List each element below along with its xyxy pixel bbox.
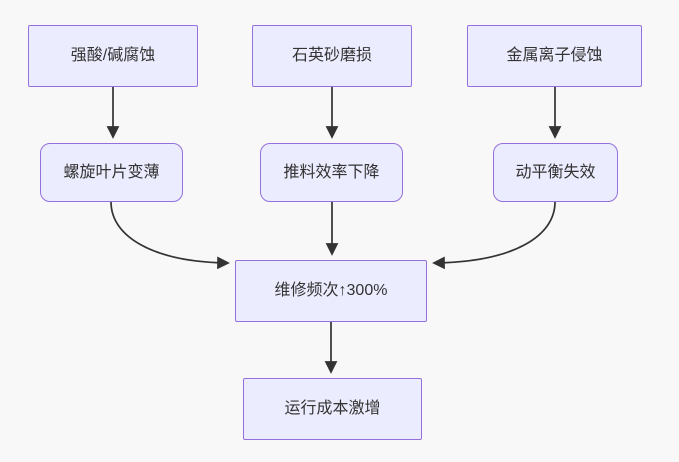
node-metal-ion-erosion: 金属离子侵蚀 xyxy=(467,25,642,87)
node-label: 强酸/碱腐蚀 xyxy=(70,47,156,65)
node-repair-frequency-up: 维修频次↑300% xyxy=(235,260,427,322)
node-label: 推料效率下降 xyxy=(283,163,380,181)
node-dynamic-balance-failure: 动平衡失效 xyxy=(493,143,618,202)
edge-blade-repair xyxy=(110,201,230,270)
node-acid-corrosion: 强酸/碱腐蚀 xyxy=(28,25,198,87)
edge-balance-repair xyxy=(432,201,556,270)
node-blade-thinning: 螺旋叶片变薄 xyxy=(40,143,183,202)
node-operating-cost-surge: 运行成本激增 xyxy=(243,378,422,440)
node-label: 维修频次↑300% xyxy=(274,282,388,300)
node-push-efficiency-drop: 推料效率下降 xyxy=(260,143,403,202)
node-label: 动平衡失效 xyxy=(515,163,596,181)
node-quartz-abrasion: 石英砂磨损 xyxy=(252,25,412,87)
node-label: 螺旋叶片变薄 xyxy=(63,163,160,181)
node-label: 运行成本激增 xyxy=(284,400,381,418)
node-label: 石英砂磨损 xyxy=(291,47,372,65)
node-label: 金属离子侵蚀 xyxy=(506,47,603,65)
